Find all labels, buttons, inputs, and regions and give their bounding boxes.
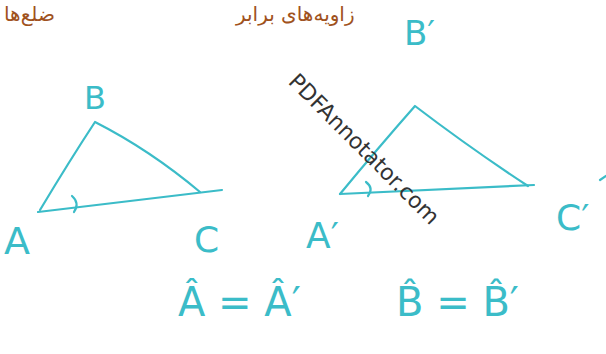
persian-note: ضلع‌ها [4, 4, 55, 24]
angle-mark-a2 [366, 182, 371, 196]
angle-mark-a [72, 196, 77, 212]
edge-stroke [600, 176, 606, 180]
vertex-label: C [194, 222, 219, 258]
vertex-label: B′ [404, 16, 435, 50]
angle-equation: Â = Â′ [178, 282, 301, 322]
angle-equation: B̂ = B̂′ [396, 282, 519, 322]
side-ac [38, 190, 222, 212]
vertex-label: A′ [306, 218, 339, 254]
vertex-label: C′ [556, 200, 589, 236]
vertex-label: B [84, 82, 106, 114]
vertex-label: A [4, 222, 30, 260]
watermark: PDFAnnotator.com [284, 70, 443, 229]
persian-note: زاویه‌های برابر [236, 4, 355, 24]
triangle-abc [40, 122, 200, 210]
